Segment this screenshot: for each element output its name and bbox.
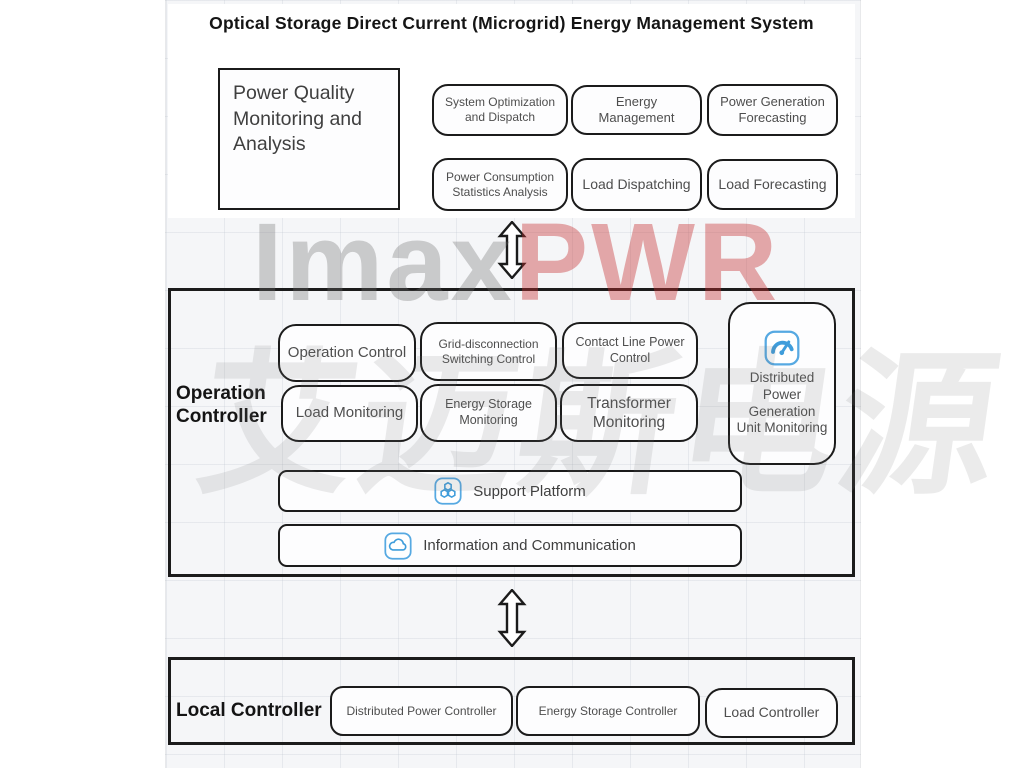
system-optimization-box: System Optimization and Dispatch [432,84,568,136]
information-communication-bar: Information and Communication [278,524,742,567]
power-quality-label: Power Quality Monitoring and Analysis [233,82,362,156]
page-title: Optical Storage Direct Current (Microgri… [209,13,814,33]
cloud-icon [384,531,412,560]
local-controller-label: Local Controller [176,700,322,721]
local-controller-section [168,657,855,745]
energy-storage-monitoring-box: Energy Storage Monitoring [420,384,557,442]
flow-arrow-bottom [497,589,527,647]
transformer-monitoring-box: Transformer Monitoring [560,384,698,442]
power-generation-forecasting-box: Power Generation Forecasting [707,84,838,136]
operation-controller-section [168,288,855,577]
energy-management-box: Energy Management [571,85,702,135]
power-quality-box: Power Quality Monitoring and Analysis [218,68,400,210]
distributed-power-controller-box: Distributed Power Controller [330,686,513,736]
grid-disconnection-box: Grid-disconnection Switching Control [420,322,557,381]
gauge-icon [764,330,800,366]
operation-control-box: Operation Control [278,324,416,382]
support-platform-bar: Support Platform [278,470,742,512]
power-consumption-statistics-box: Power Consumption Statistics Analysis [432,158,568,211]
contact-line-power-box: Contact Line Power Control [562,322,698,379]
distributed-power-monitoring-box: Distributed Power Generation Unit Monito… [728,302,836,465]
load-controller-box: Load Controller [705,688,838,738]
energy-storage-controller-box: Energy Storage Controller [516,686,700,736]
flow-arrow-top [497,221,527,279]
operation-controller-label: Operation Controller [176,383,267,427]
load-monitoring-box: Load Monitoring [281,385,418,442]
load-forecasting-box: Load Forecasting [707,159,838,210]
modules-icon [434,477,462,505]
information-communication-label: Information and Communication [423,537,636,554]
distributed-power-monitoring-label: Distributed Power Generation Unit Monito… [736,369,828,436]
load-dispatching-box: Load Dispatching [571,158,702,211]
support-platform-label: Support Platform [473,482,586,500]
